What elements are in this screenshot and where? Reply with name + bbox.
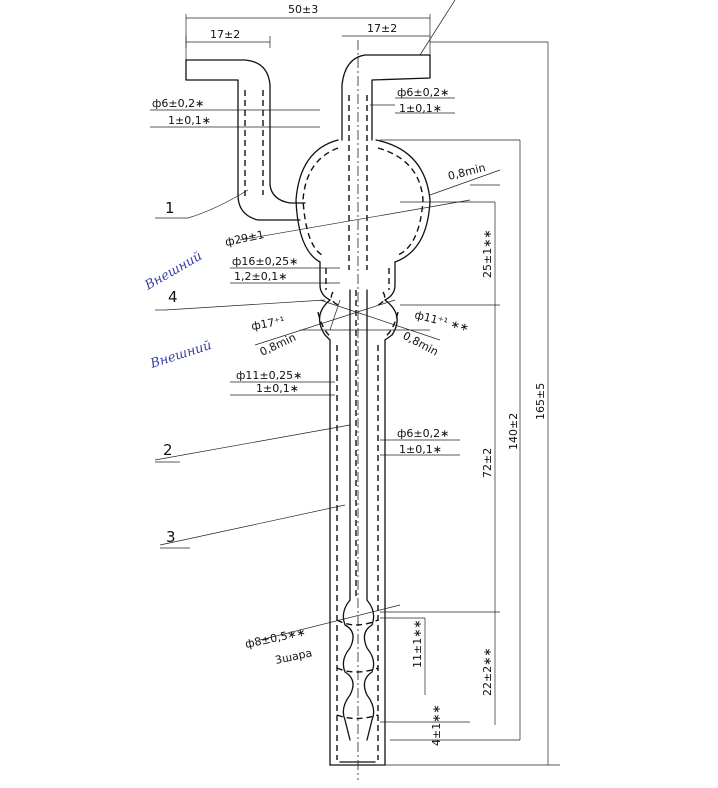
position-3: 3 <box>166 528 176 546</box>
handwritten-note-outer-bottom: Внешний <box>148 338 214 372</box>
dim-small-bulb-left-dia: ф17⁺¹ <box>250 314 285 333</box>
dim-neck-dia: ф16±0,25∗ <box>232 255 298 268</box>
dim-ball-count: 3шара <box>274 646 313 667</box>
position-2: 2 <box>163 441 173 459</box>
dim-right-tube-dia: ф6±0,2∗ <box>397 86 449 99</box>
glass-body <box>185 40 431 780</box>
dim-len-balls: 22±2∗∗ <box>481 647 494 696</box>
dim-total-width: 50±3 <box>288 3 318 16</box>
dim-left-tube-dia: ф6±0,2∗ <box>152 97 204 110</box>
dim-left-tube-wall: 1±0,1∗ <box>168 114 211 127</box>
dim-len-140: 140±2 <box>507 413 520 450</box>
dim-ball-dia: ф8±0,5∗∗ <box>244 625 307 651</box>
dim-outer-tube-dia: ф11±0,25∗ <box>236 369 302 382</box>
position-4: 4 <box>168 288 178 306</box>
dim-bulb-dia: ф29±1 <box>224 228 265 249</box>
dim-right-tube-wall: 1±0,1∗ <box>399 102 442 115</box>
dim-neck-wall: 1,2±0,1∗ <box>234 270 287 283</box>
position-callouts <box>155 189 249 549</box>
dim-small-bulb-right-dia: ф11⁺¹ ∗∗ <box>413 308 470 334</box>
dim-len-ball-pitch: 11±1∗∗ <box>411 619 424 668</box>
dim-len-total: 165±5 <box>534 383 547 420</box>
dim-inner-tube-wall: 1±0,1∗ <box>399 443 442 456</box>
dim-len-mid: 72±2 <box>481 448 494 478</box>
dim-outer-tube-wall: 1±0,1∗ <box>256 382 299 395</box>
dim-left-arm-width: 17±2 <box>210 28 240 41</box>
dimension-lines <box>150 0 560 766</box>
dim-right-arm-width: 17±2 <box>367 22 397 35</box>
dim-inner-tube-dia: ф6±0,2∗ <box>397 427 449 440</box>
dim-wall-min-top: 0,8min <box>447 161 487 183</box>
position-1: 1 <box>165 199 175 217</box>
dim-wall-min-left: 0,8min <box>258 331 298 359</box>
dim-len-bottom: 4±1∗∗ <box>430 704 443 746</box>
dim-len-bulb: 25±1∗∗ <box>481 229 494 278</box>
